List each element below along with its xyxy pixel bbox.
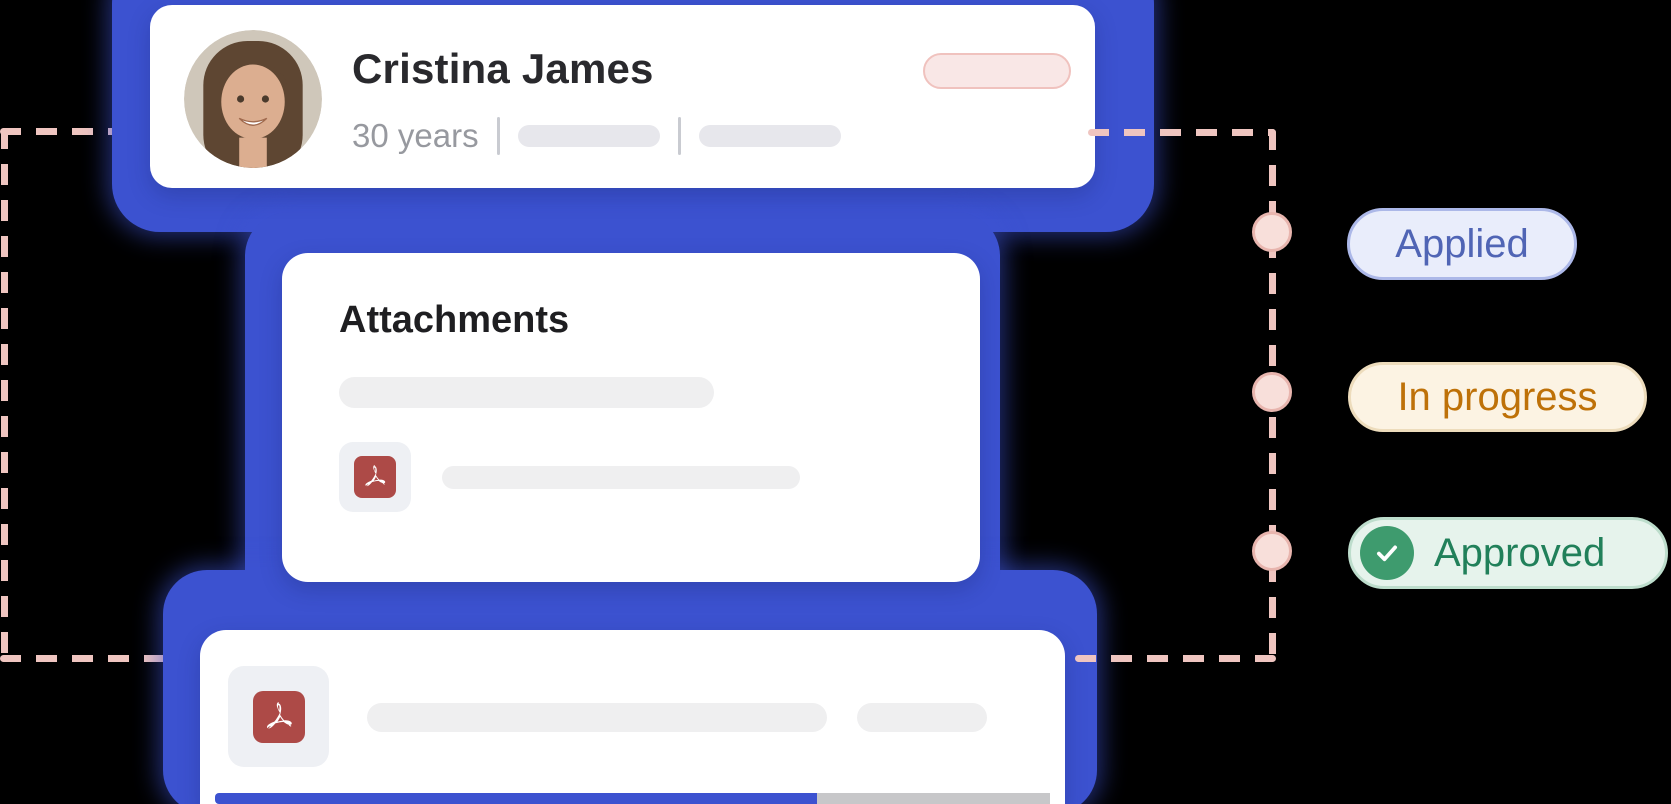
attachment-pdf-tile[interactable] (339, 442, 411, 512)
meta-divider (496, 117, 500, 155)
connector-line-top-left (0, 128, 118, 135)
status-badge-in-progress: In progress (1348, 362, 1647, 432)
status-badge-applied: Applied (1347, 208, 1577, 280)
filename-placeholder (367, 703, 827, 732)
profile-age: 30 years (352, 117, 479, 154)
profile-card[interactable]: Cristina James 30 years (150, 5, 1095, 188)
attachments-card: Attachments (282, 253, 980, 582)
connector-dot-applied (1252, 212, 1292, 252)
meta-placeholder (698, 125, 841, 147)
attachment-row-card[interactable] (200, 630, 1065, 804)
filesize-placeholder (857, 703, 987, 732)
attachments-title: Attachments (339, 299, 570, 341)
status-badge-label: In progress (1397, 374, 1598, 419)
avatar (184, 30, 322, 168)
connector-line-top-right (1088, 129, 1276, 136)
profile-action-button[interactable] (923, 53, 1071, 89)
status-badge-label: Applied (1395, 221, 1529, 266)
status-badge-approved: Approved (1348, 517, 1668, 589)
profile-name: Cristina James (352, 45, 654, 92)
meta-placeholder (517, 125, 660, 147)
connector-line-left (1, 128, 8, 665)
connector-line-bottom-left (0, 655, 200, 662)
meta-divider (677, 117, 681, 155)
attachment-pdf-tile[interactable] (228, 666, 329, 767)
profile-meta-row: 30 years (352, 113, 841, 159)
status-badge-label: Approved (1434, 530, 1606, 575)
pdf-file-icon (354, 456, 396, 498)
connector-dot-approved (1252, 531, 1292, 571)
connector-line-bottom-right (1075, 655, 1276, 662)
filename-placeholder (442, 466, 800, 489)
checkmark-icon (1360, 526, 1414, 580)
progress-remainder (817, 793, 1050, 804)
text-placeholder (339, 377, 714, 408)
connector-dot-in-progress (1252, 372, 1292, 412)
pdf-file-icon (252, 690, 305, 743)
upload-progress-bar (200, 793, 1065, 804)
progress-fill (215, 793, 817, 804)
